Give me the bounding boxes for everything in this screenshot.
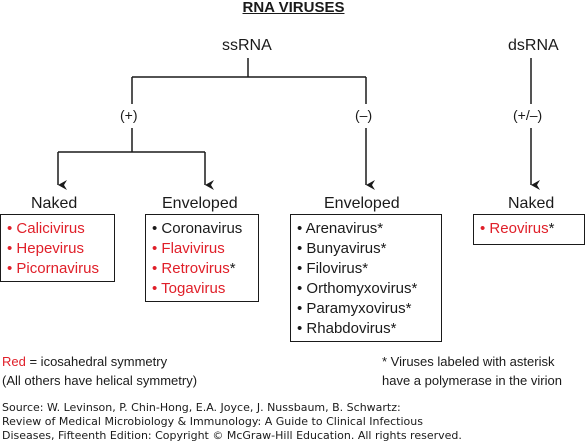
virus-item: • Orthomyxovirus* [297,280,417,297]
polymerase-asterisk: * [229,260,236,277]
bullet-icon: • [297,260,307,277]
dsrna-label: dsRNA [508,37,559,54]
plus-naked-heading: Naked [31,195,78,212]
virus-name: Paramyxovirus [306,300,406,317]
virus-item: • Reovirus* [480,220,554,237]
minus-sense-label: (–) [355,107,373,123]
ambisense-label: (+/–) [513,107,543,123]
dsrna-naked-box: • Reovirus* [473,214,585,245]
polymerase-asterisk: * [390,320,397,337]
virus-item: • Rhabdovirus* [297,320,396,337]
virus-item: • Retrovirus* [152,260,236,277]
bullet-icon: • [297,280,307,297]
virus-name: Bunyavirus [306,240,381,257]
virus-name: Calicivirus [16,220,85,237]
legend-red-text: = icosahedral symmetry [25,354,168,369]
bullet-icon: • [7,240,17,257]
virus-name: Retrovirus [161,260,230,277]
bullet-icon: • [152,240,162,257]
polymerase-asterisk: * [362,260,369,277]
virus-item: • Bunyavirus* [297,240,386,257]
polymerase-asterisk: * [405,300,412,317]
virus-item: • Picornavirus [7,260,99,277]
legend-red-line: Red = icosahedral symmetry [2,352,167,371]
virus-item: • Flavivirus [152,240,225,257]
virus-name: Picornavirus [16,260,99,277]
virus-item: • Arenavirus* [297,220,383,237]
virus-item: • Calicivirus [7,220,85,237]
bullet-icon: • [152,280,162,297]
virus-name: Togavirus [161,280,226,297]
minus-enveloped-box: • Arenavirus* • Bunyavirus* • Filovirus*… [290,214,442,342]
virus-name: Arenavirus [305,220,378,237]
plus-enveloped-heading: Enveloped [162,195,238,212]
dsrna-naked-heading: Naked [508,195,555,212]
ssrna-label: ssRNA [222,37,272,54]
bullet-icon: • [7,220,17,237]
virus-name: Coronavirus [161,220,243,237]
virus-name: Flavivirus [161,240,225,257]
polymerase-asterisk: * [377,220,384,237]
bullet-icon: • [7,260,17,277]
diagram-title: RNA VIRUSES [242,0,345,16]
source-line-1: Source: W. Levinson, P. Chin-Hong, E.A. … [2,401,401,414]
bullet-icon: • [152,220,162,237]
legend-asterisk-line2: have a polymerase in the virion [382,373,562,388]
virus-item: • Filovirus* [297,260,368,277]
bullet-icon: • [152,260,162,277]
bullet-icon: • [297,220,306,237]
legend-asterisk-line1: * Viruses labeled with asterisk [382,354,555,369]
bullet-icon: • [297,240,307,257]
plus-enveloped-box: • Coronavirus • Flavivirus • Retrovirus*… [145,214,259,302]
virus-item: • Coronavirus [152,220,242,237]
virus-item: • Paramyxovirus* [297,300,411,317]
virus-name: Hepevirus [16,240,84,257]
minus-enveloped-heading: Enveloped [324,195,400,212]
virus-item: • Togavirus [152,280,225,297]
plus-sense-label: (+) [120,107,138,123]
bullet-icon: • [297,320,307,337]
legend-red-word: Red [2,354,26,369]
legend-helical-line: (All others have helical symmetry) [2,373,198,388]
plus-naked-box: • Calicivirus • Hepevirus • Picornavirus [0,214,115,282]
virus-name: Rhabdovirus [306,320,391,337]
bullet-icon: • [297,300,307,317]
virus-item: • Hepevirus [7,240,84,257]
bullet-icon: • [480,220,490,237]
source-line-2: Review of Medical Microbiology & Immunol… [2,415,423,428]
polymerase-asterisk: * [380,240,387,257]
polymerase-asterisk: * [548,220,555,237]
source-line-3: Diseases, Fifteenth Edition: Copyright ©… [2,429,462,442]
virus-name: Reovirus [489,220,549,237]
polymerase-asterisk: * [411,280,418,297]
virus-name: Orthomyxovirus [306,280,412,297]
virus-name: Filovirus [306,260,363,277]
